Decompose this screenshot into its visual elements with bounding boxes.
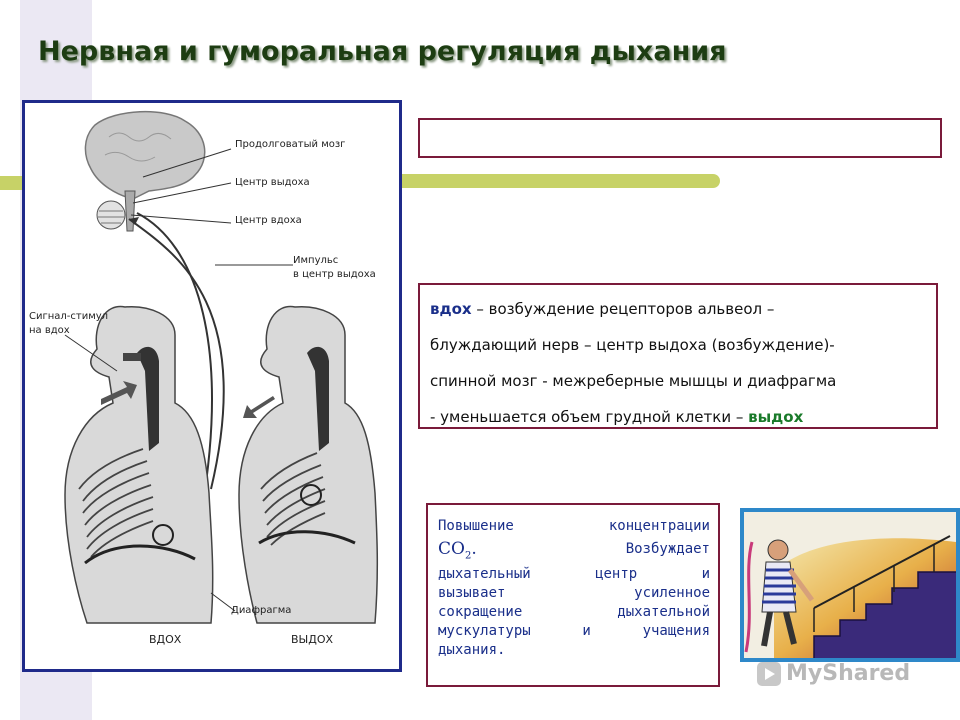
caption-inhale: ВДОХ (149, 633, 182, 646)
inhale-line-3: спинной мозг - межреберные мышцы и диафр… (430, 372, 837, 390)
accent-bar-right (400, 174, 720, 188)
co2-text: Возбуждает (625, 541, 710, 557)
caption-exhale: ВЫДОХ (291, 633, 334, 646)
inhale-line-1: вдох – возбуждение рецепторов альвеол – (430, 291, 926, 327)
inhale-line-4-text: - уменьшается объем грудной клетки – (430, 408, 749, 426)
co2-text: и (701, 566, 710, 583)
co2-regulation-box: Повышение концентрации СО2. Возбуждает дых… (426, 503, 720, 687)
watermark: MyShared (756, 660, 956, 688)
inhale-line-1-text: – возбуждение рецепторов альвеол – (471, 300, 775, 318)
label-impulse-2: в центр выдоха (293, 269, 376, 280)
label-diaphragm: Диафрагма (231, 605, 292, 616)
co2-text: дыхания. (438, 642, 506, 659)
co2-row-3: дыхательный центр и (438, 565, 710, 584)
co2-row-2: СО2. Возбуждает (438, 540, 710, 565)
co2-text: усиленное (634, 585, 710, 602)
co2-text: дыхательный (438, 566, 531, 583)
diagram-illustration (64, 110, 379, 624)
co2-formula-base: СО (438, 539, 465, 559)
label-impulse-1: Импульс (293, 255, 339, 266)
label-inhale-center: Центр вдоха (235, 215, 302, 226)
accent-bar-left (0, 176, 22, 190)
co2-formula: СО2. (438, 540, 477, 565)
co2-row-7: дыхания. (438, 641, 710, 660)
label-signal-1: Сигнал-стимул (29, 311, 109, 322)
stairs-illustration (740, 508, 960, 662)
label-exhale-center: Центр выдоха (235, 177, 310, 188)
inhale-reflex-box: вдох – возбуждение рецепторов альвеол – … (418, 283, 938, 429)
keyword-inhale: вдох (430, 300, 472, 318)
watermark-text: MyShared (786, 661, 911, 686)
empty-text-box (418, 118, 942, 158)
co2-text: центр (595, 566, 638, 583)
co2-text: концентрации (608, 518, 710, 534)
co2-text: и (582, 623, 591, 640)
co2-text: сокращение (438, 604, 523, 621)
co2-text: вызывает (438, 585, 506, 602)
play-logo-icon (757, 662, 781, 686)
label-medulla: Продолговатый мозг (235, 139, 346, 150)
keyword-exhale: выдох (748, 408, 804, 426)
inhale-line-4: - уменьшается объем грудной клетки – выд… (430, 399, 926, 435)
co2-text: мускулатуры (438, 623, 531, 640)
co2-row-6: мускулатуры и учащения (438, 622, 710, 641)
slide-title: Нервная и гуморальная регуляция дыхания (38, 36, 727, 67)
co2-text: дыхательной (617, 604, 710, 621)
co2-row-4: вызывает усиленное (438, 584, 710, 603)
co2-text: учащения (642, 623, 710, 640)
stairs-climber-image (744, 512, 956, 658)
co2-row-5: сокращение дыхательной (438, 603, 710, 622)
co2-formula-dot: . (471, 539, 477, 559)
label-signal-2: на вдох (29, 325, 70, 336)
co2-text: Повышение (438, 518, 514, 534)
inhale-line-2: блуждающий нерв – центр выдоха (возбужде… (430, 336, 835, 354)
co2-formula-sub: 2 (464, 550, 472, 562)
respiration-diagram: Продолговатый мозг Центр выдоха Центр вд… (22, 100, 402, 672)
co2-row-1: Повышение концентрации (438, 517, 710, 536)
